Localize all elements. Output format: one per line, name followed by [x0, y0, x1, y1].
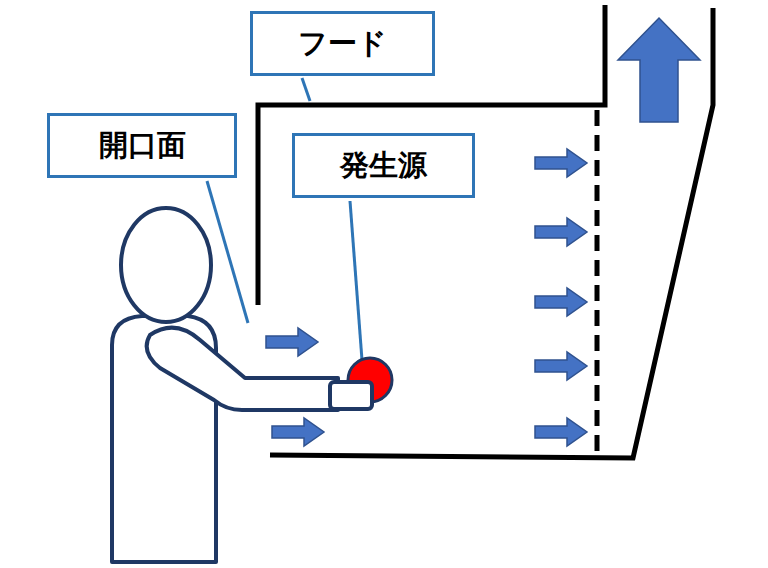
leader-line [302, 78, 310, 101]
flow-arrow [535, 218, 587, 246]
worker-hand [330, 382, 372, 409]
flow-arrow [535, 288, 587, 316]
flow-arrow [266, 328, 318, 356]
flow-arrow [535, 149, 587, 177]
flow-arrow [535, 352, 587, 380]
leader-line [207, 181, 248, 323]
exhaust-arrow [618, 18, 700, 122]
flow-arrow [535, 418, 587, 446]
worker-head [121, 208, 211, 322]
airflow-arrows [266, 18, 700, 446]
label-box: 発生源 [292, 133, 475, 198]
label-text: 発生源 [340, 148, 427, 183]
label-box: フード [250, 11, 435, 76]
hood-lower-wall [270, 8, 713, 458]
leader-line [350, 201, 362, 360]
worker-arm [147, 328, 338, 410]
label-text: フード [298, 26, 387, 61]
flow-arrow [272, 418, 324, 446]
label-text: 開口面 [99, 128, 186, 163]
label-box: 開口面 [47, 113, 237, 178]
baffle-dashed [595, 110, 600, 458]
worker [112, 208, 338, 562]
